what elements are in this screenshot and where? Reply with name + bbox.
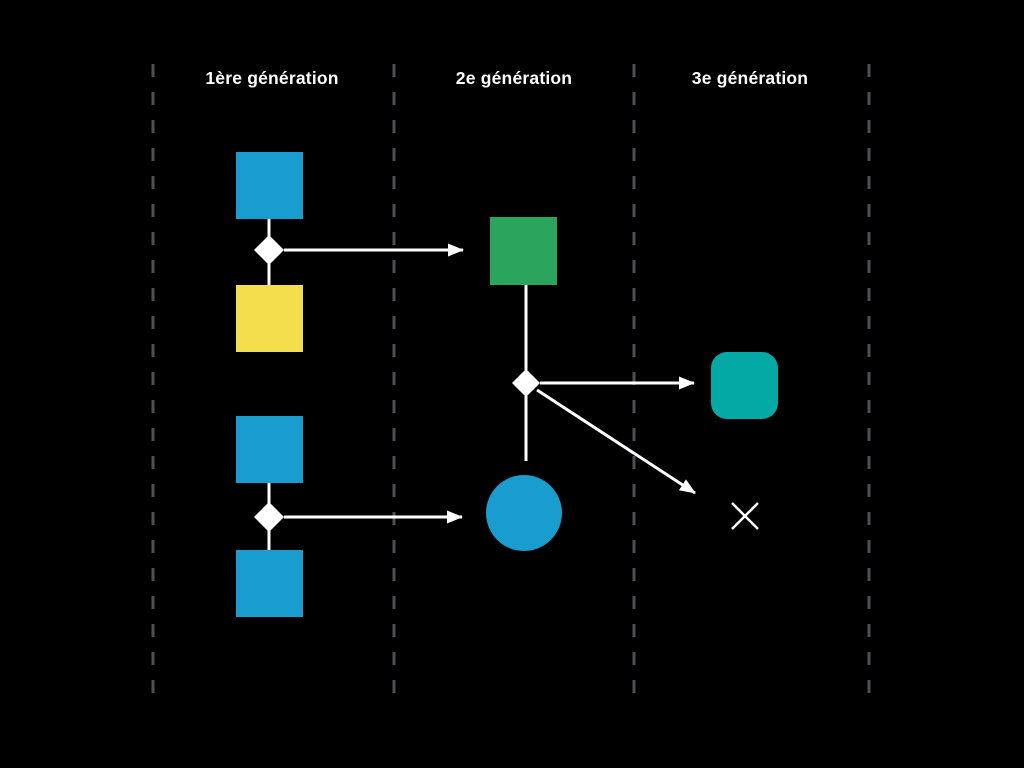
gen1-blue-square-mid (236, 416, 303, 483)
diagram-nodes (236, 152, 778, 617)
gen3-no-offspring-cross-stroke-2 (731, 502, 759, 530)
gen2-blue-circle (486, 475, 562, 551)
gen2-green-square (490, 217, 557, 285)
gen1-blue-square-bottom (236, 550, 303, 617)
gen3-teal-rounded-square (711, 352, 778, 419)
connector-lines (267, 219, 696, 550)
gen3-no-offspring-cross (731, 502, 759, 530)
mating-diamond-2 (254, 502, 284, 532)
column-header-generation-2: 2e génération (455, 68, 573, 88)
column-header-generation-1: 1ère génération (205, 68, 339, 88)
gen1-blue-square-top (236, 152, 303, 219)
mating-diamond-1 (254, 235, 284, 265)
arrow-diamond-3-to-cross (536, 388, 696, 495)
mating-diamond-3 (512, 369, 540, 397)
column-header-generation-3: 3e génération (691, 68, 809, 88)
gen1-yellow-square (236, 285, 303, 352)
